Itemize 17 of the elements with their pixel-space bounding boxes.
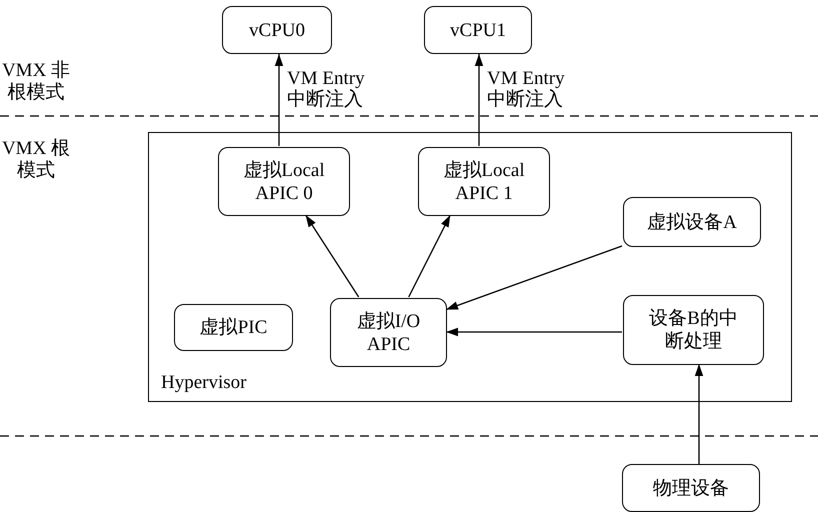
arrow	[446, 328, 622, 336]
apic-box: 虚拟I/O APIC	[330, 298, 447, 367]
apic-box: 虚拟Local APIC 1	[418, 147, 550, 216]
process-box: vCPU1	[424, 6, 532, 54]
process-box: vCPU0	[222, 6, 332, 54]
arrow	[446, 245, 622, 310]
apic-box: 虚拟Local APIC 0	[218, 147, 350, 216]
arrow	[305, 214, 360, 298]
arrow	[474, 54, 484, 146]
process-box: 虚拟PIC	[174, 304, 293, 351]
process-box: 设备B的中断处理	[623, 295, 764, 365]
arrow	[408, 214, 451, 298]
arrow	[274, 54, 284, 146]
hypervisor-box	[148, 132, 792, 402]
process-box: 虚拟设备A	[623, 197, 761, 247]
process-box: 物理设备	[622, 464, 760, 512]
arrow	[694, 364, 704, 464]
